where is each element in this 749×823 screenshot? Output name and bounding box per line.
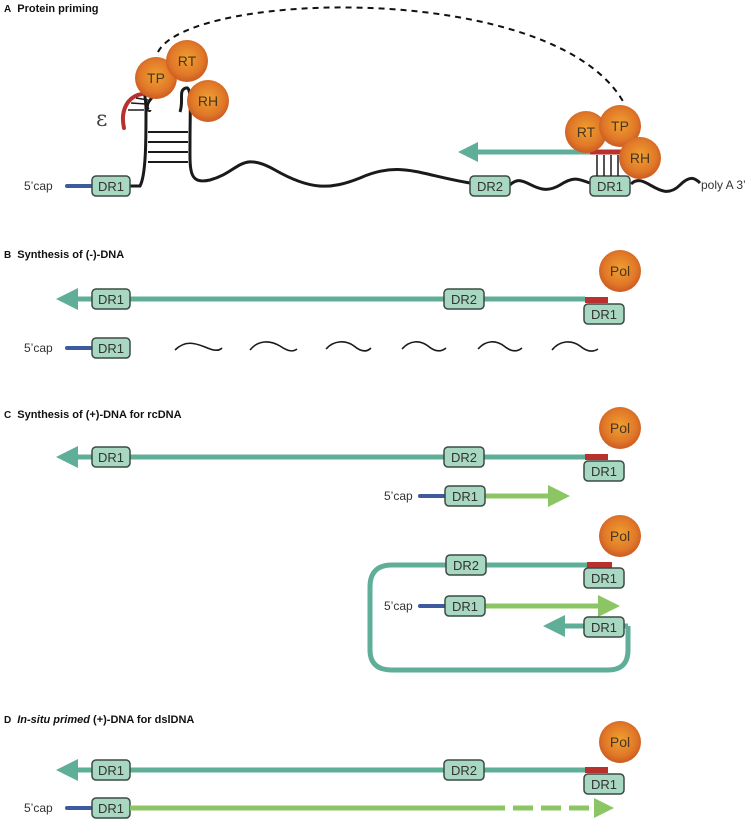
rt-protein — [166, 40, 208, 82]
panel-d-title-italic: In-situ primed — [17, 714, 90, 726]
cap-label: 5’cap — [384, 489, 413, 503]
circularized-minus-strand — [367, 562, 631, 673]
arrowhead — [56, 288, 78, 310]
primer-pairs-epsilon — [128, 97, 149, 111]
pol-protein — [599, 515, 641, 557]
arrowhead — [548, 485, 570, 507]
rt-label: RT — [577, 124, 596, 140]
arrowhead — [598, 595, 620, 617]
epsilon-primer — [121, 92, 144, 130]
dr2-label: DR2 — [451, 763, 477, 778]
pol-protein — [599, 407, 641, 449]
panel-a: A Protein priming 5’cap ε DR1 DR2 — [4, 3, 746, 197]
panel-a-letter: A — [4, 4, 11, 15]
dr1-label: DR1 — [591, 464, 617, 479]
dr1-label: DR1 — [597, 179, 623, 194]
panel-a-title: Protein priming — [17, 3, 98, 15]
polya-label: poly A 3’ — [701, 178, 746, 192]
panel-c-title: Synthesis of (+)-DNA for rcDNA — [17, 409, 181, 421]
dr1-label: DR1 — [452, 489, 478, 504]
dr2-box — [443, 288, 485, 310]
tp-protein — [135, 57, 177, 99]
rh-label: RH — [198, 93, 218, 109]
arrowhead — [56, 759, 78, 781]
dr1-label: DR1 — [591, 620, 617, 635]
dashed-link-arc — [157, 6, 626, 106]
panel-d-title-rest: (+)-DNA for dslDNA — [90, 714, 194, 726]
dr2-box — [443, 759, 485, 781]
panel-b: B Synthesis of (-)-DNA DR1 DR2 DR1 Pol 5’… — [4, 249, 641, 359]
arrowhead — [56, 446, 78, 468]
panel-c-letter: C — [4, 410, 11, 421]
dr1-box — [91, 175, 131, 197]
cap-label: 5’cap — [24, 801, 53, 815]
dr1-box — [583, 460, 625, 482]
panel-d-letter: D — [4, 715, 11, 726]
epsilon-label: ε — [96, 107, 107, 132]
dr2-label: DR2 — [453, 558, 479, 573]
dr1-box — [583, 303, 625, 325]
arrowhead — [458, 142, 478, 162]
rt-label: RT — [178, 53, 197, 69]
rt-protein — [565, 111, 607, 153]
arrowhead — [594, 798, 614, 818]
stem-loop-base-pairs — [148, 131, 188, 163]
panel-d: D In-situ primed (+)-DNA for dslDNA DR1 D… — [4, 714, 641, 819]
dr2-box — [445, 554, 487, 576]
tp-protein — [599, 105, 641, 147]
dr1-label: DR1 — [98, 292, 124, 307]
degraded-rna-fragments — [174, 341, 599, 352]
dr1-label: DR1 — [98, 341, 124, 356]
dr1-label: DR1 — [452, 599, 478, 614]
panel-b-title: Synthesis of (-)-DNA — [17, 249, 124, 261]
dr1-box — [583, 616, 625, 638]
dr1-label: DR1 — [591, 307, 617, 322]
arrowhead — [543, 615, 565, 637]
tp-label: TP — [611, 118, 629, 134]
dr1-box — [589, 175, 631, 197]
panel-b-letter: B — [4, 250, 11, 261]
dr1-box — [444, 595, 486, 617]
dr2-label: DR2 — [451, 450, 477, 465]
dr1-box — [91, 288, 131, 310]
cap-label: 5’cap — [384, 599, 413, 613]
dr1-box — [583, 773, 625, 795]
dr1-box — [444, 485, 486, 507]
pol-label: Pol — [610, 263, 630, 279]
dr1-box — [583, 567, 625, 589]
rh-label: RH — [630, 150, 650, 166]
pol-label: Pol — [610, 420, 630, 436]
dr2-label: DR2 — [451, 292, 477, 307]
primer-pairs — [596, 155, 619, 176]
dr2-box — [469, 175, 511, 197]
dr1-label: DR1 — [591, 777, 617, 792]
dr2-label: DR2 — [477, 179, 503, 194]
dr1-label: DR1 — [98, 763, 124, 778]
dr1-label: DR1 — [98, 801, 124, 816]
pol-label: Pol — [610, 734, 630, 750]
dr1-box — [91, 337, 131, 359]
dr1-label: DR1 — [591, 571, 617, 586]
rh-protein — [187, 80, 229, 122]
pol-label: Pol — [610, 528, 630, 544]
dr1-box — [91, 446, 131, 468]
cap-label: 5’cap — [24, 179, 53, 193]
dr1-label: DR1 — [98, 450, 124, 465]
rh-protein — [619, 137, 661, 179]
dr1-box — [91, 759, 131, 781]
pol-protein — [599, 250, 641, 292]
svg-text:DIn-situ primed (+)-DNA for ds: D In-situ primed (+)-DNA for dslDNA — [4, 714, 194, 726]
tp-label: TP — [147, 70, 165, 86]
cap-label: 5’cap — [24, 341, 53, 355]
pol-protein — [599, 721, 641, 763]
dr2-box — [443, 446, 485, 468]
dr1-label: DR1 — [98, 179, 124, 194]
